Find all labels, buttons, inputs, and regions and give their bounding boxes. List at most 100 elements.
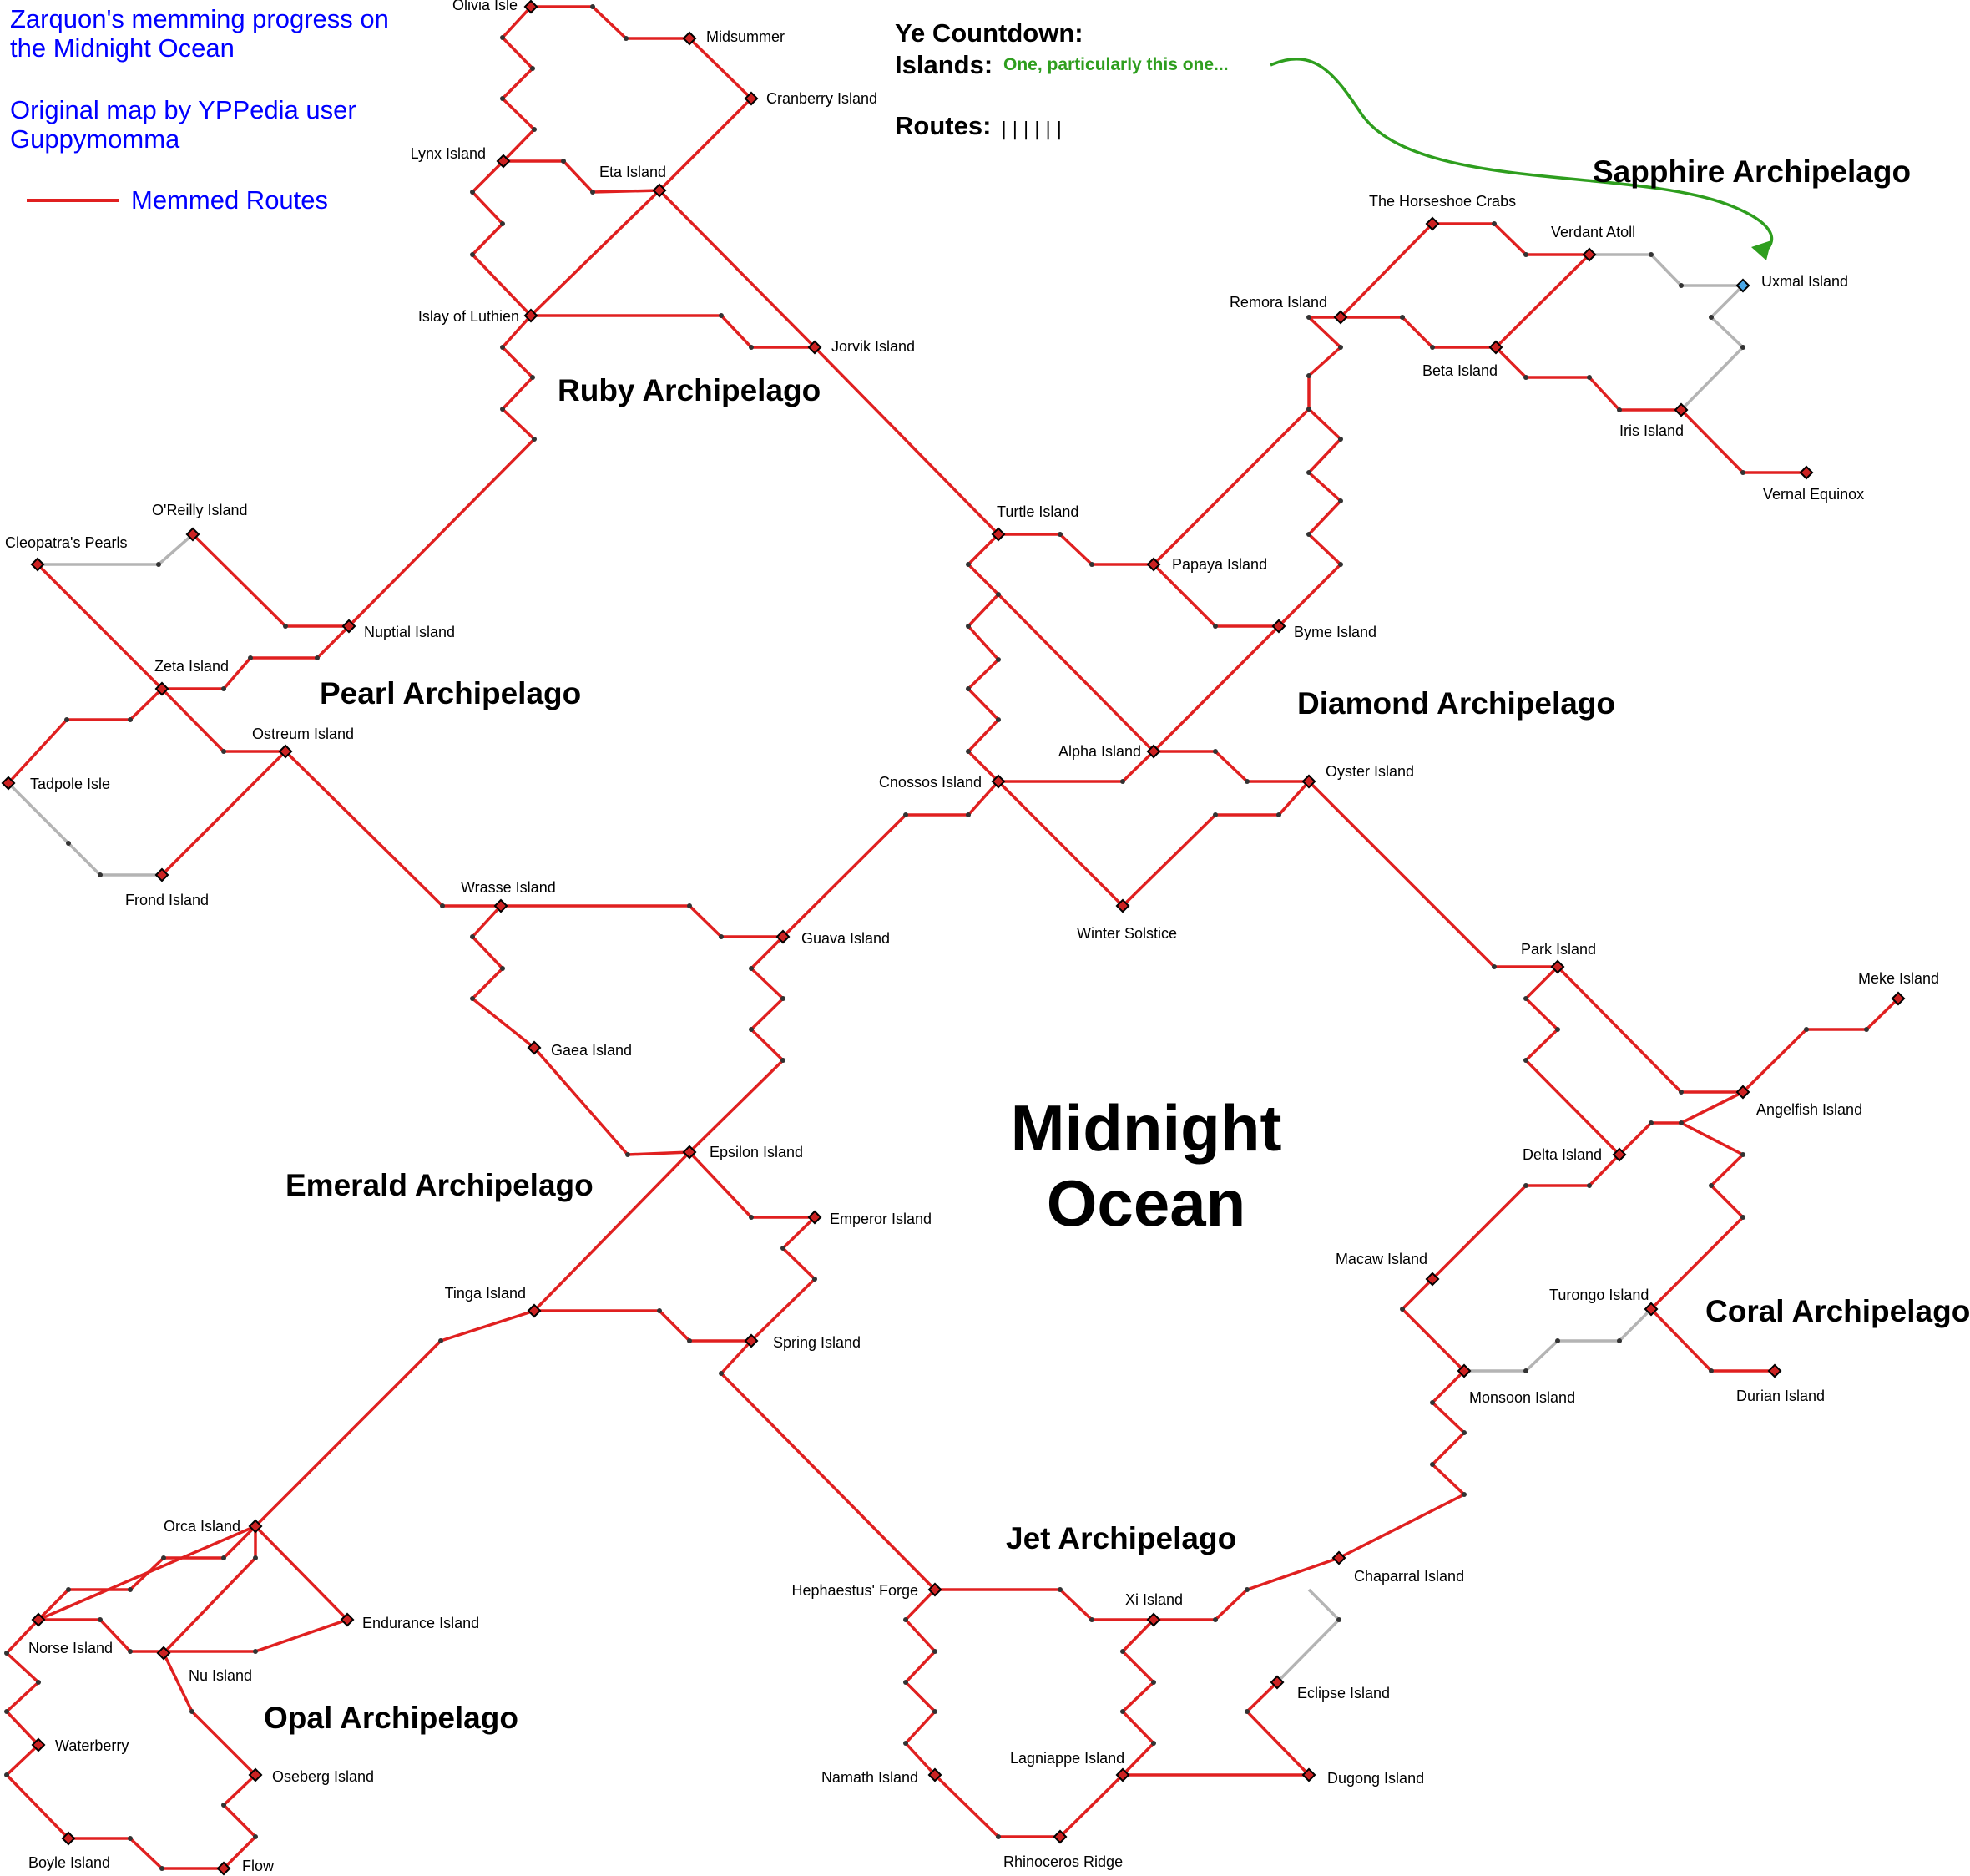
waypoint-dot (500, 345, 505, 350)
wrasse-island-label: Wrasse Island (461, 879, 556, 896)
lagniappe-island-label: Lagniappe Island (1010, 1750, 1124, 1767)
waypoint-dot (1523, 1368, 1528, 1373)
monsoon-island-label: Monsoon Island (1469, 1389, 1575, 1406)
memmed-route-45 (1341, 316, 1496, 349)
cnossos-island-label: Cnossos Island (879, 774, 982, 791)
waypoint-dot (1709, 1368, 1714, 1373)
nuptial-island-label: Nuptial Island (364, 624, 455, 640)
waypoint-dot (1276, 812, 1281, 817)
macaw-island-node (1425, 1272, 1440, 1287)
memmed-route-74 (222, 1773, 257, 1870)
spring-island-label: Spring Island (773, 1334, 861, 1351)
boyle-island-node (61, 1831, 76, 1846)
ostreum-island-label: Ostreum Island (252, 726, 354, 742)
waypoint-dot (1151, 1680, 1156, 1685)
waypoint-dot (966, 624, 971, 629)
waypoint-dot (561, 159, 566, 164)
memmed-route-52 (1618, 1090, 1744, 1156)
waypoint-dot (1089, 1617, 1094, 1622)
waypoint-dot (719, 313, 724, 318)
waypoint-dot (161, 1555, 166, 1560)
turongo-island-label: Turongo Island (1549, 1287, 1649, 1303)
remora-island-label: Remora Island (1230, 294, 1327, 311)
chaparral-island-node (1331, 1550, 1346, 1565)
meke-island-node (1891, 991, 1906, 1006)
angelfish-island-label: Angelfish Island (1756, 1101, 1862, 1118)
memmed-route-13 (36, 563, 164, 690)
memmed-route-2 (501, 5, 536, 163)
waypoint-dot (966, 686, 971, 691)
waypoint-dot (532, 127, 537, 132)
memmed-route-64 (933, 1773, 1060, 1838)
memmed-route-75 (68, 1837, 224, 1870)
waypoint-dot (996, 717, 1001, 722)
lynx-island-node (496, 154, 511, 169)
olivia-isle-node (523, 0, 538, 14)
archipelago-sapphire: Sapphire Archipelago (1593, 154, 1911, 189)
memmed-route-35 (1277, 407, 1342, 628)
waypoint-dot (1430, 1400, 1435, 1405)
cranberry-island-label: Cranberry Island (766, 90, 877, 107)
endurance-island-label: Endurance Island (362, 1615, 479, 1631)
memmed-route-0 (531, 5, 690, 40)
wrasse-island-node (493, 898, 508, 913)
namath-island-node (927, 1767, 942, 1782)
countdown-routes-tally: |||||| (998, 119, 1064, 140)
o-reilly-island-label: O'Reilly Island (152, 502, 247, 518)
waypoint-dot (590, 190, 595, 195)
emperor-island-label: Emperor Island (830, 1211, 932, 1227)
waypoint-dot (66, 841, 71, 846)
waypoint-dot (1523, 1183, 1528, 1188)
waypoint-dot (1213, 812, 1218, 817)
papaya-island-label: Papaya Island (1172, 556, 1267, 573)
unmemmed-route-59 (1275, 1588, 1341, 1684)
island-nodes-layer (1, 0, 1906, 1876)
waypoint-dot (128, 1836, 133, 1841)
waypoint-dot (903, 1617, 908, 1622)
rhinoceros-ridge-node (1053, 1829, 1068, 1844)
memmed-route-50 (1556, 965, 1743, 1094)
tadpole-isle-node (1, 776, 16, 791)
uxmal-island-node (1735, 278, 1750, 293)
byme-island-node (1271, 619, 1286, 634)
memmed-route-3 (503, 159, 660, 194)
oyster-island-node (1301, 774, 1316, 789)
norse-island-node (31, 1612, 46, 1627)
waypoint-dot (1523, 996, 1528, 1001)
annotation-arrow (1270, 58, 1774, 255)
waypoint-dot (687, 1338, 692, 1343)
waypoint-dot (903, 812, 908, 817)
waypoint-dot (1587, 1183, 1592, 1188)
verdant-atoll-label: Verdant Atoll (1551, 224, 1635, 240)
archipelago-jet: Jet Archipelago (1006, 1521, 1236, 1555)
endurance-island-node (340, 1612, 355, 1627)
tinga-island-node (527, 1303, 542, 1318)
nu-island-label: Nu Island (189, 1667, 252, 1684)
waypoint-dot (590, 4, 595, 9)
memmed-route-63 (1058, 1618, 1155, 1838)
waypoint-dot (530, 66, 535, 71)
waypoint-dot (500, 35, 505, 40)
waypoint-dot (470, 252, 475, 257)
waypoint-dot (98, 872, 103, 877)
park-island-node (1550, 959, 1565, 974)
lagniappe-island-node (1115, 1767, 1130, 1782)
waypoint-dot (1492, 964, 1497, 969)
ocean-title-line1: Midnight (1011, 1091, 1282, 1165)
waypoint-dot (128, 717, 133, 722)
oseberg-island-node (248, 1767, 263, 1782)
delta-island-label: Delta Island (1523, 1146, 1602, 1163)
memmed-route-68 (37, 1525, 257, 1621)
turtle-island-node (991, 527, 1006, 542)
waypoint-dot (221, 749, 226, 754)
waypoint-dot (315, 655, 320, 660)
waypoint-dot (1587, 375, 1592, 380)
legend-title-line2: the Midnight Ocean (10, 33, 235, 63)
oyster-island-label: Oyster Island (1326, 763, 1414, 780)
memmed-route-11 (191, 533, 349, 628)
ostreum-island-node (278, 744, 293, 759)
routes-layer (5, 5, 1900, 1870)
memmed-route-44 (1494, 253, 1591, 349)
o-reilly-island-node (185, 527, 200, 542)
